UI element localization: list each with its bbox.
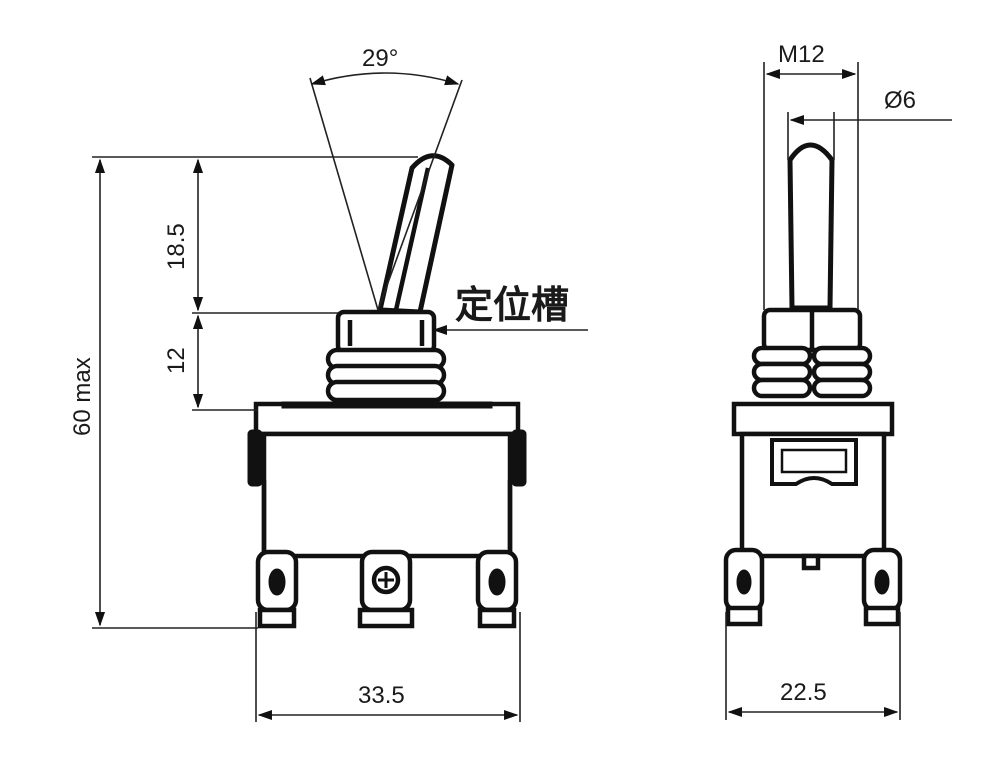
bushing-height-dimension: 12 (163, 314, 204, 409)
front-housing-body (261, 431, 513, 559)
angle-dimension: 29° (309, 45, 463, 311)
side-width-label: 22.5 (780, 679, 827, 706)
side-terminal-right (861, 547, 903, 627)
thread-dimension: M12 (763, 41, 859, 310)
lever-height-dimension: 18.5 (163, 158, 204, 312)
front-width-label: 33.5 (358, 682, 405, 709)
lever-diameter-label: Ø6 (884, 87, 916, 114)
side-view: M12 Ø6 22.5 (723, 41, 952, 720)
thread-label: M12 (778, 41, 825, 68)
front-left-clip (247, 429, 263, 487)
front-terminal-center (357, 549, 415, 629)
bushing-height-label: 12 (163, 347, 190, 374)
lever-diameter-dimension: Ø6 (787, 87, 952, 160)
front-terminal-left (255, 549, 299, 629)
front-view: 29° 18.5 12 60 max 33.5 (69, 45, 588, 722)
side-thread-rings (751, 345, 873, 399)
angle-label: 29° (362, 45, 398, 72)
total-height-dimension: 60 max (69, 158, 106, 627)
front-lever (377, 153, 455, 315)
detent-groove-callout: 定位槽 (432, 283, 588, 336)
lever-height-label: 18.5 (163, 223, 190, 270)
total-height-label: 60 max (69, 357, 96, 436)
side-housing-top (731, 401, 895, 437)
front-thread-ring-3 (325, 379, 447, 403)
side-lever (787, 142, 835, 311)
side-terminal-left (723, 547, 765, 627)
detent-groove-label: 定位槽 (455, 283, 569, 327)
front-terminal-right (475, 549, 519, 629)
front-width-dimension: 33.5 (255, 612, 521, 722)
front-nut (335, 309, 437, 355)
side-width-dimension: 22.5 (725, 612, 901, 720)
front-right-clip (511, 429, 527, 487)
